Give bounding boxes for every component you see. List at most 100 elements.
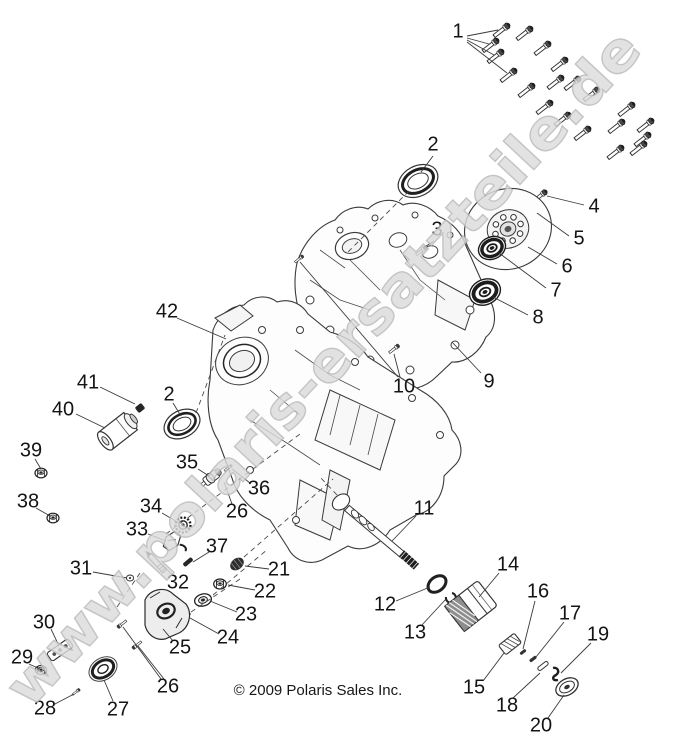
oil-seal-left-drawing — [163, 408, 201, 440]
leader-line — [189, 617, 220, 635]
part-number-label: 26 — [226, 500, 248, 522]
leader-line — [420, 598, 447, 627]
part-number-label: 17 — [559, 602, 581, 624]
part-number-label: 39 — [20, 439, 42, 461]
leader-line — [92, 571, 128, 579]
part-number-label: 40 — [52, 398, 74, 420]
leader-line — [527, 246, 558, 265]
oil-seal-top-drawing — [397, 163, 439, 199]
part-number-label: 35 — [176, 451, 198, 473]
leader-line — [34, 458, 42, 470]
alignment-dashed-lines — [116, 190, 410, 613]
part-number-label: 18 — [496, 694, 518, 716]
mounting-bolt-drawing — [514, 24, 536, 43]
alignment-axis-line — [116, 572, 141, 608]
mounting-bolt-drawing — [616, 100, 638, 119]
leader-line — [393, 353, 401, 378]
leader-line — [422, 240, 435, 249]
leader-line — [161, 512, 180, 524]
pin-18-drawing — [537, 661, 549, 671]
part-number-label: 27 — [107, 698, 129, 720]
part-number-label: 15 — [463, 676, 485, 698]
leader-line — [35, 507, 51, 517]
alignment-axis-line — [190, 576, 244, 613]
washer-disc-20-drawing — [555, 677, 579, 697]
shaft-11-drawing — [331, 493, 420, 570]
part-number-label: 29 — [11, 646, 33, 668]
leader-line — [492, 296, 529, 316]
copyright-text: © 2009 Polaris Sales Inc. — [234, 682, 403, 699]
fitting-35-drawing — [200, 468, 222, 487]
pin-17-drawing — [529, 655, 537, 663]
leader-line — [192, 551, 210, 563]
part-number-label: 4 — [588, 195, 599, 217]
leader-line — [172, 402, 182, 417]
plug-41-drawing — [135, 403, 145, 413]
leader-line — [227, 584, 256, 591]
leader-line — [535, 621, 565, 658]
leader-line — [99, 386, 136, 405]
nut-22-drawing — [213, 578, 227, 590]
clamp-33-drawing — [162, 530, 187, 552]
leader-line — [395, 586, 431, 602]
mounting-bolt-drawing — [635, 116, 657, 135]
part-number-label: 24 — [217, 626, 239, 648]
part-number-label: 13 — [404, 621, 426, 643]
pin-16-drawing — [519, 649, 527, 655]
oil-pump-25-drawing — [144, 588, 191, 640]
leader-line — [466, 29, 499, 37]
leader-line — [162, 628, 174, 642]
part-number-label: 2 — [163, 383, 174, 405]
mounting-bolt-drawing — [606, 117, 628, 136]
oil-filter-14-drawing — [443, 581, 497, 633]
leader-line — [482, 652, 505, 682]
part-number-label: 11 — [414, 497, 435, 519]
leader-line — [244, 565, 270, 570]
part-number-label: 12 — [374, 593, 396, 615]
part-number-label: 6 — [561, 255, 572, 277]
part-number-label: 21 — [268, 558, 290, 580]
leader-line — [420, 155, 434, 173]
leader-line — [560, 642, 592, 674]
alignment-axis-line — [195, 334, 226, 414]
leader-line — [512, 672, 541, 699]
part-number-label: 22 — [254, 580, 276, 602]
mounting-bolt-drawing — [491, 21, 513, 40]
alignment-axis-line — [319, 476, 338, 496]
part-number-label: 20 — [530, 714, 552, 736]
part-number-label: 38 — [17, 490, 39, 512]
leader-line — [466, 37, 490, 45]
part-number-label: 2 — [427, 133, 438, 155]
part-number-labels: 1234567891011121314151617181920212223242… — [11, 20, 609, 736]
part-number-label: 37 — [206, 535, 228, 557]
leader-line — [209, 600, 238, 613]
part-number-label: 33 — [126, 518, 148, 540]
part-number-label: 36 — [248, 477, 270, 499]
part-number-label: 23 — [235, 603, 257, 625]
leader-line — [223, 481, 233, 505]
bracket-30-drawing — [46, 638, 74, 662]
oil-filter-40-drawing — [96, 411, 139, 451]
leader-line — [147, 533, 167, 542]
leader-line — [522, 600, 536, 650]
part-number-label: 25 — [169, 636, 191, 658]
watermark-text: www.polaris-ersatzteile.de — [0, 17, 653, 719]
part-number-label: 14 — [497, 553, 519, 575]
leader-line — [50, 628, 60, 647]
alignment-axis-line — [165, 433, 301, 535]
part-number-label: 10 — [393, 375, 415, 397]
leader-lines — [28, 29, 592, 719]
nut-39-drawing — [34, 467, 48, 479]
nut-38-drawing — [46, 512, 60, 524]
leader-line — [466, 39, 495, 56]
part-number-label: 32 — [167, 571, 189, 593]
clip-19-drawing — [552, 666, 560, 682]
pin-37-drawing — [183, 557, 193, 567]
retainer-ring-12-drawing — [426, 574, 448, 594]
leader-line — [231, 468, 251, 484]
leader-line — [451, 341, 482, 374]
plug-21-drawing — [230, 557, 244, 571]
leader-line — [28, 663, 41, 670]
part-number-label: 8 — [532, 306, 543, 328]
